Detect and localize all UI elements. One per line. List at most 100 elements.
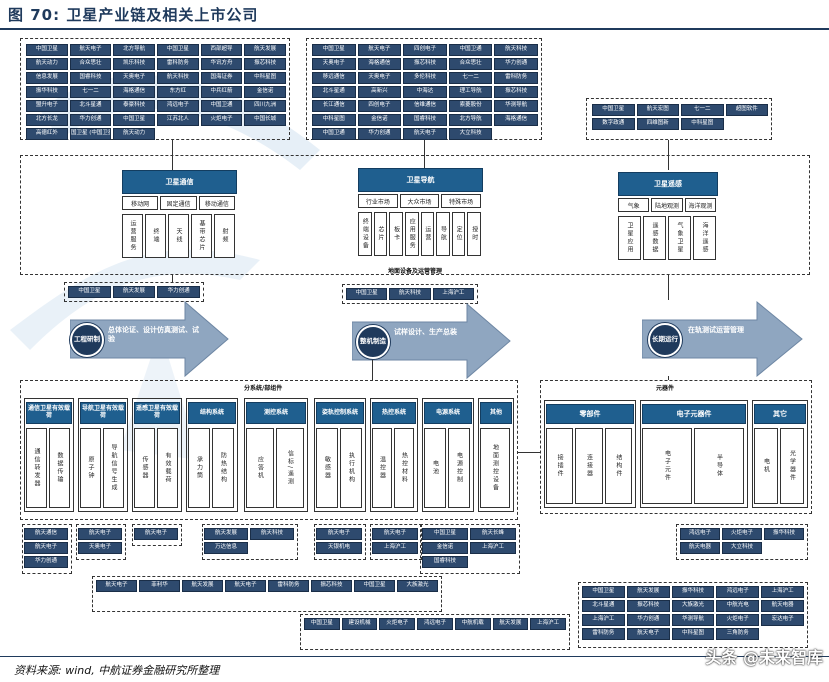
company-tag: 天奥电子 — [78, 542, 122, 554]
subsystem-header: 通信卫星有效载荷 — [26, 402, 72, 424]
subsystem-item: 传感器 — [134, 428, 155, 508]
subsystem-company-box — [314, 524, 366, 560]
company-tag: 航天长峰 — [470, 528, 516, 540]
company-tag: 上海沪工 — [761, 586, 804, 598]
company-tag: 中国卫星 — [304, 618, 340, 630]
company-tag: 火炬电子 — [716, 614, 760, 626]
sat-sub-label: 行业市场 — [358, 194, 398, 208]
company-tag: 上海沪工 — [470, 542, 516, 554]
company-tag: 航天电子 — [372, 528, 418, 540]
arrow-right-text: 在轨测试运营管理 — [688, 326, 744, 334]
company-tag: 航天电子 — [69, 44, 112, 56]
company-tag: 中国卫通 — [312, 128, 356, 140]
figure-title: 图 70: 卫星产业链及相关上市公司 — [8, 6, 259, 24]
watermark: 头条 @未来智库 — [705, 648, 823, 667]
subsystem-box — [370, 398, 418, 512]
company-tag: 航天科技 — [389, 288, 431, 300]
subsystem-box — [422, 398, 474, 512]
components-box — [540, 380, 812, 514]
company-tag: 航天发展 — [112, 286, 156, 298]
company-tag: 华讯方舟 — [200, 58, 243, 70]
component-company-box — [676, 524, 808, 560]
company-tag: 振芯科技 — [626, 600, 670, 612]
company-tag: 华力创通 — [494, 58, 538, 70]
process-arrow-left — [70, 300, 229, 378]
company-tag: 海格通信 — [113, 86, 155, 98]
sat-col-label: 射频 — [214, 214, 235, 258]
subsystem-item: 通信转发器 — [26, 428, 47, 508]
arrow-left-circle: 工程研制 — [70, 323, 104, 357]
subsystem-header: 其他 — [480, 402, 512, 424]
company-tag: 大立科技 — [448, 128, 493, 140]
company-tag: 中航机载 — [454, 618, 491, 630]
sat-sub-label: 海洋观测 — [684, 198, 716, 212]
company-tag: 四川九洲 — [244, 100, 286, 112]
company-tag: 国睿科技 — [422, 556, 468, 568]
sat-col-label: 基带芯片 — [191, 214, 212, 258]
company-tag: 高新兴 — [357, 86, 402, 98]
top-right-company-box — [586, 98, 772, 140]
right-bottom-company-box — [578, 582, 808, 648]
right-bottom-company-grid: 中国卫星航天发展振华科技鸿远电子上海沪工北斗星通振芯科技大族激光中航光电航天电器… — [582, 586, 804, 640]
subsystem-header: 姿轨控制系统 — [316, 402, 364, 424]
company-tag: 中国卫星 — [422, 528, 468, 540]
arrow-mid-company-grid: 中国卫星航天科技上海沪工 — [346, 288, 474, 300]
sat-sub-label: 陆地观测 — [651, 198, 683, 212]
company-tag: 振华科技 — [764, 528, 804, 540]
sat-remote-header: 卫星遥感 — [618, 172, 718, 196]
top-left-company-grid: 中国卫星航天电子北方导航中国卫星西部超导航天发展航天动力合众思壮凯乐科技雷科防务… — [26, 44, 286, 140]
sat-sub-label: 气象 — [618, 198, 650, 212]
arrow-right-circle: 长期运行 — [648, 323, 682, 357]
company-tag: 航天发展 — [492, 618, 529, 630]
subsystems-box — [20, 380, 518, 520]
connector-line — [668, 376, 669, 380]
company-tag: 中国卫星 — [68, 286, 111, 298]
company-tag: 华力创通 — [626, 614, 670, 626]
company-tag: 四维图新 — [636, 118, 679, 130]
company-tag: 大族激光 — [397, 580, 438, 592]
component-company-grid: 鸿远电子火炬电子振华科技航天电器大立科技 — [680, 528, 804, 554]
component-box — [640, 400, 748, 508]
company-tag: 北斗星通 — [312, 86, 356, 98]
company-tag: 航天电器 — [761, 600, 804, 612]
company-tag: 鸿远电子 — [157, 100, 199, 112]
component-header: 零部件 — [546, 404, 634, 424]
company-tag: 中国卫星 — [582, 586, 625, 598]
company-tag: 航天电子 — [403, 128, 447, 140]
company-tag: 江苏北人 — [157, 114, 199, 126]
sat-col-label: 运营 — [420, 212, 435, 256]
company-tag: 航天科技 — [250, 528, 294, 540]
subsystem-item: 执行机构 — [340, 428, 362, 508]
lower-company-grid-b: 中国卫星建设机械火炬电子鸿远电子中航机载航天发展上海沪工 — [304, 618, 566, 630]
company-tag: 上海沪工 — [530, 618, 566, 630]
components-label: 元器件 — [656, 385, 675, 392]
company-tag: 航天宏图 — [636, 104, 679, 116]
sat-col-label: 终端设备 — [358, 212, 372, 256]
subsystem-item: 电源控制 — [448, 428, 470, 508]
source-note: 资料来源: wind, 中航证券金融研究所整理 — [14, 664, 220, 677]
company-tag: 信息发展 — [26, 72, 68, 84]
component-item: 光学器件 — [780, 428, 804, 504]
company-tag: 中国卫通 — [448, 44, 493, 56]
company-tag: 合众思壮 — [448, 58, 493, 70]
company-tag: 华力创通 — [24, 556, 68, 568]
company-tag: 中国卫星 — [26, 44, 68, 56]
company-tag: 振芯科技 — [403, 58, 447, 70]
top-mid-company-grid: 中国卫星航天电子四创电子中国卫通航天科技天奥电子海格通信振芯科技合众思壮华力创通… — [312, 44, 538, 140]
company-tag: 金信诺 — [422, 542, 468, 554]
sat-col-label: 应用服务 — [404, 212, 419, 256]
top-right-company-grid: 中国卫星航天宏图七一二超图软件数字政通四维图新中科星图 — [592, 104, 768, 130]
lower-company-box-b — [300, 614, 570, 650]
subsystem-item: 有效载荷 — [157, 428, 178, 508]
company-tag: 长江通信 — [312, 100, 356, 112]
lower-company-box-a — [92, 576, 442, 612]
title-rule — [0, 28, 829, 30]
subsystem-item: 地面测控设备 — [480, 428, 510, 508]
company-tag: 航天发展 — [626, 586, 670, 598]
company-tag: 鸿远电子 — [680, 528, 720, 540]
arrow-mid-company-box — [342, 284, 478, 304]
company-tag: 北方导航 — [448, 114, 493, 126]
arrow-mid-circle: 整机制造 — [356, 325, 390, 359]
company-tag: 火炬电子 — [379, 618, 416, 630]
company-tag: 泰豪科技 — [113, 100, 155, 112]
